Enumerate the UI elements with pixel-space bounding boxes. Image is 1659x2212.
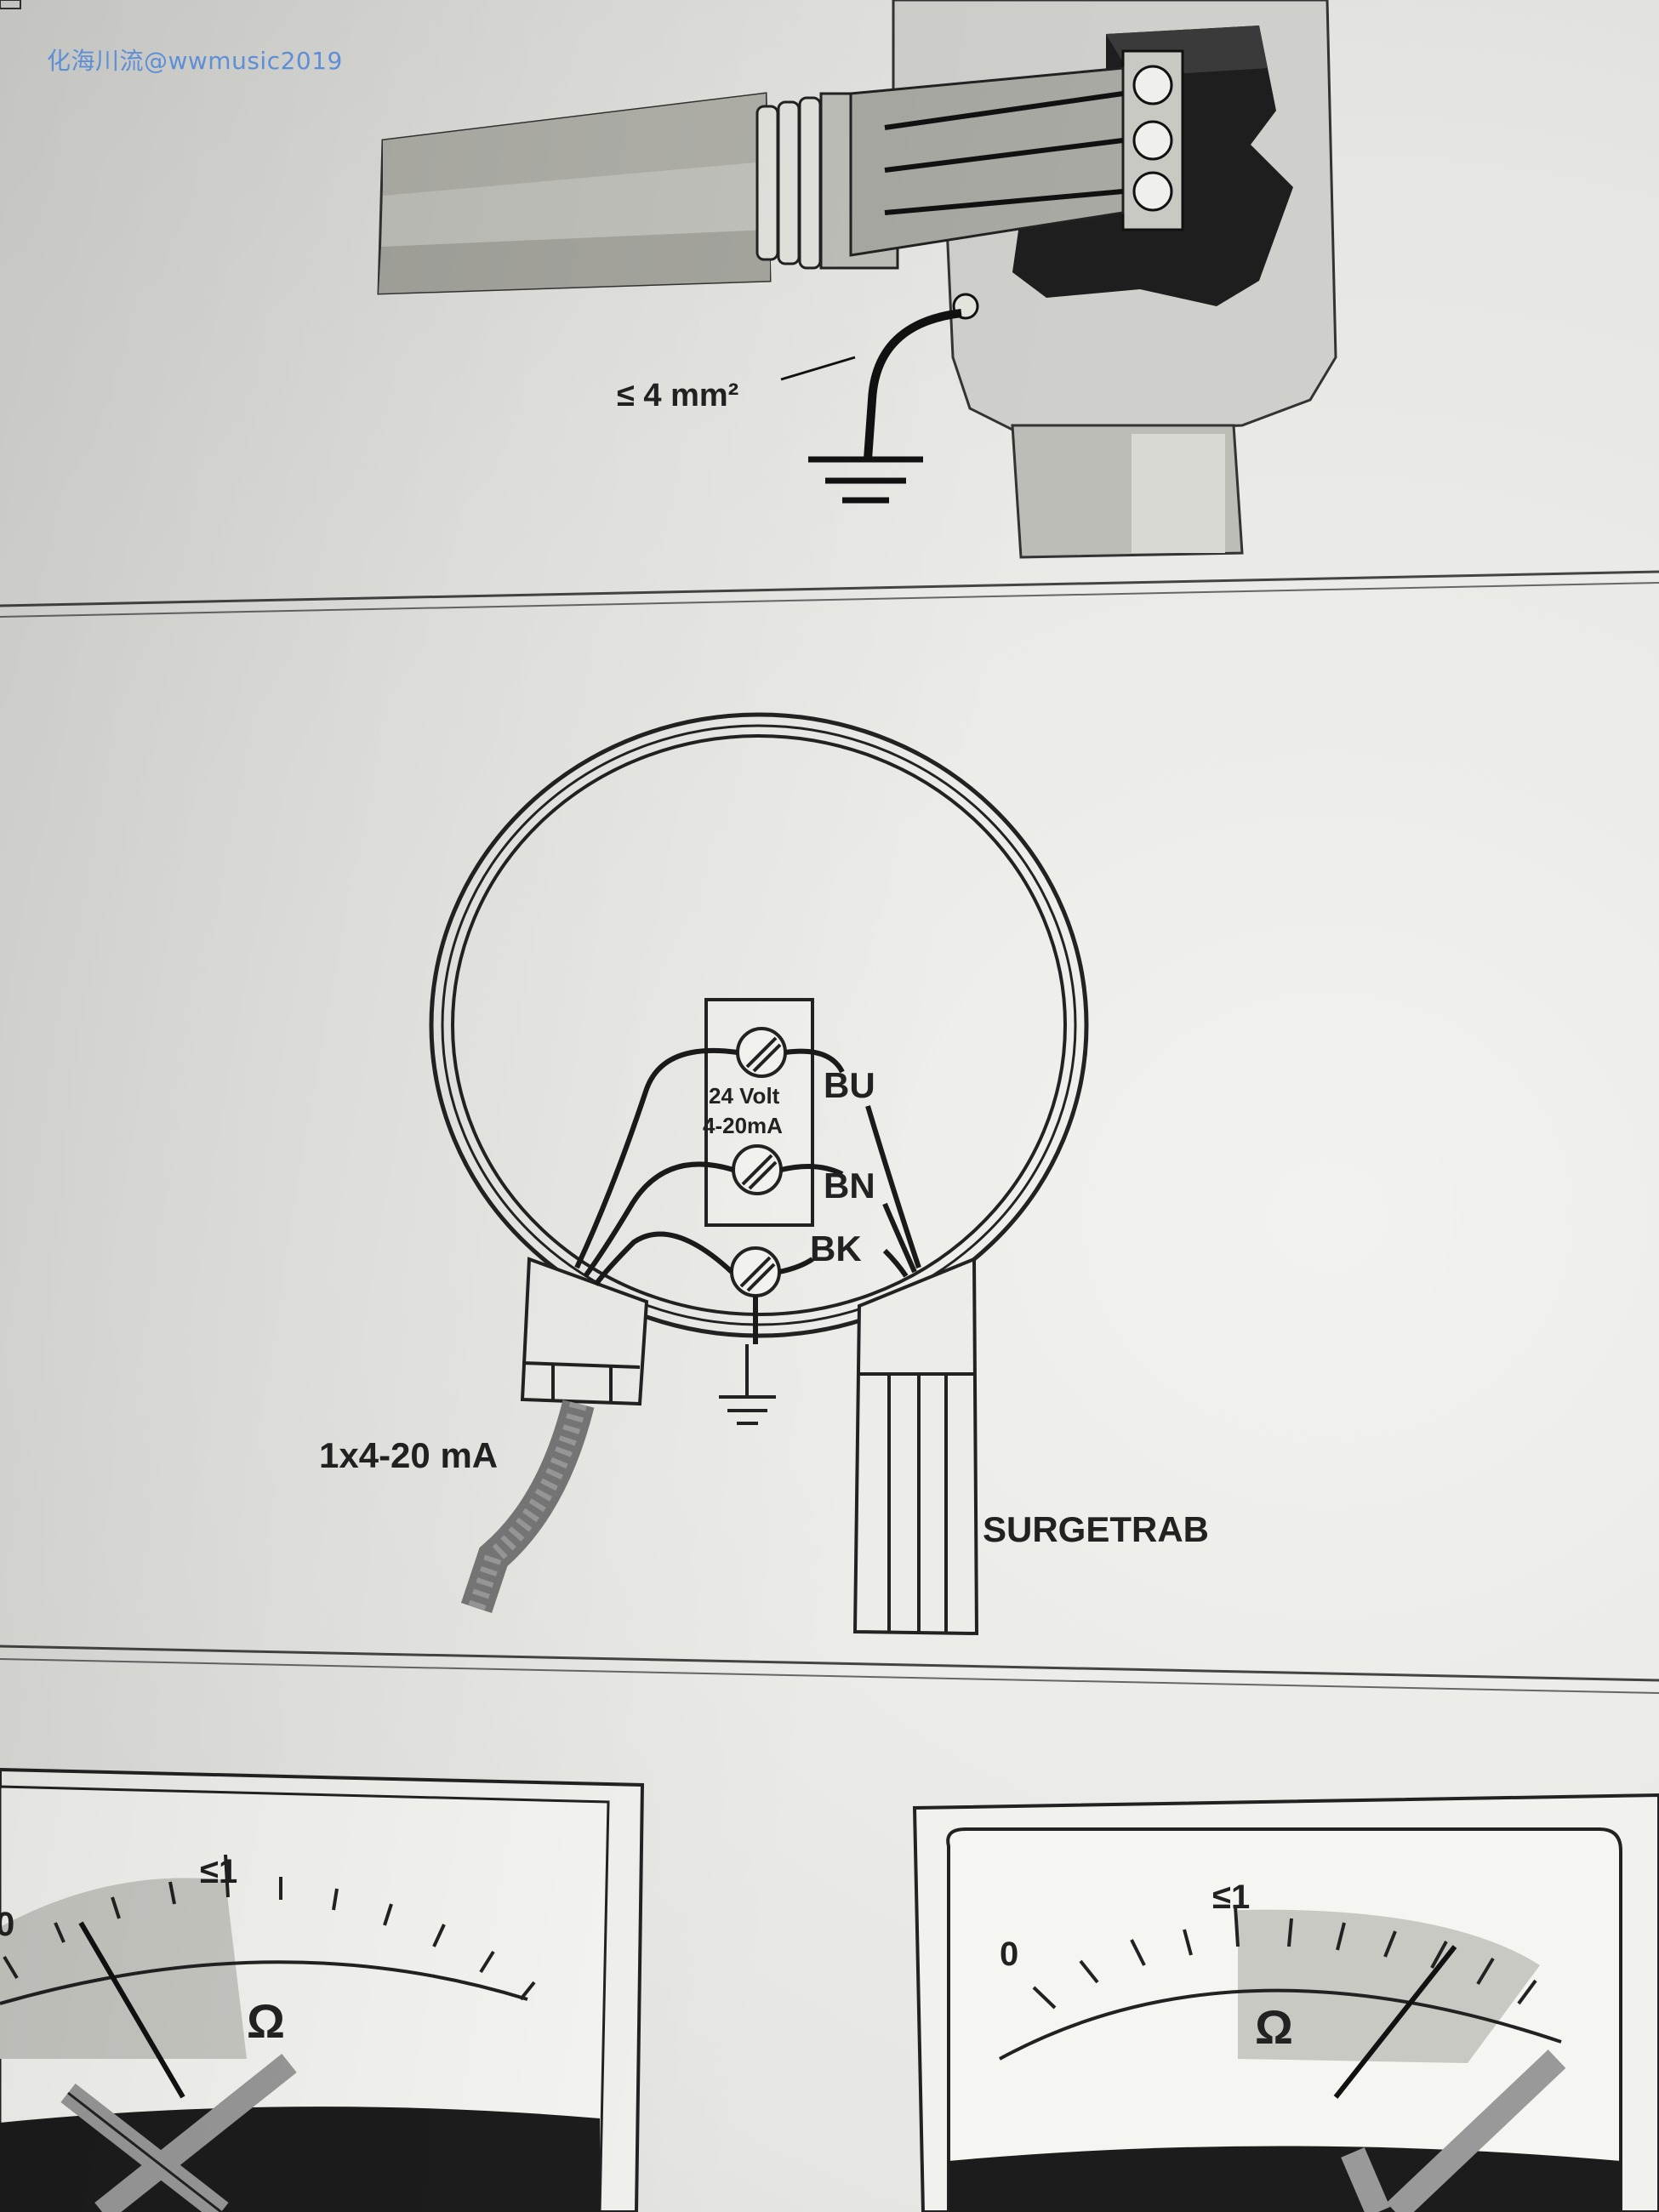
wiring-diagram xyxy=(429,712,1089,1338)
wire-label-bk: BK xyxy=(810,1229,862,1268)
watermark-text: 化海川流@wwmusic2019 xyxy=(47,47,343,75)
right-meter-ohm-symbol: Ω xyxy=(1255,2000,1293,2054)
left-meter-threshold: ≤1 xyxy=(200,1853,237,1890)
section-divider xyxy=(0,570,1659,607)
cable-label: 1x4-20 mA xyxy=(319,1435,498,1475)
wires xyxy=(574,1047,921,1344)
right-meter-zero: 0 xyxy=(1000,1936,1018,1973)
cable-entry xyxy=(520,1257,649,1406)
ohm-meter-right xyxy=(912,1793,1659,2212)
terminal-voltage-label: 24 Volt xyxy=(709,1083,780,1109)
terminal-current-label: 4-20mA xyxy=(703,1113,783,1138)
surgetrab-device xyxy=(852,1257,979,1636)
ohm-meter-left xyxy=(0,1767,645,2212)
wire-label-bu: BU xyxy=(824,1065,875,1105)
signal-cable xyxy=(460,1400,595,1614)
left-meter-ohm-symbol: Ω xyxy=(247,1994,285,2048)
wire-label-bn: BN xyxy=(824,1166,875,1206)
housing-illustration xyxy=(377,0,1337,559)
earth-wire-size-label: ≤ 4 mm² xyxy=(617,378,738,413)
corner-mark xyxy=(0,0,21,9)
left-meter-zero: 0 xyxy=(0,1906,14,1943)
earth-symbol-small xyxy=(719,1344,776,1425)
section-divider xyxy=(0,1645,1659,1682)
earth-symbol xyxy=(808,456,923,504)
right-meter-threshold: ≤1 xyxy=(1212,1878,1250,1916)
device-label: SURGETRAB xyxy=(983,1509,1209,1549)
